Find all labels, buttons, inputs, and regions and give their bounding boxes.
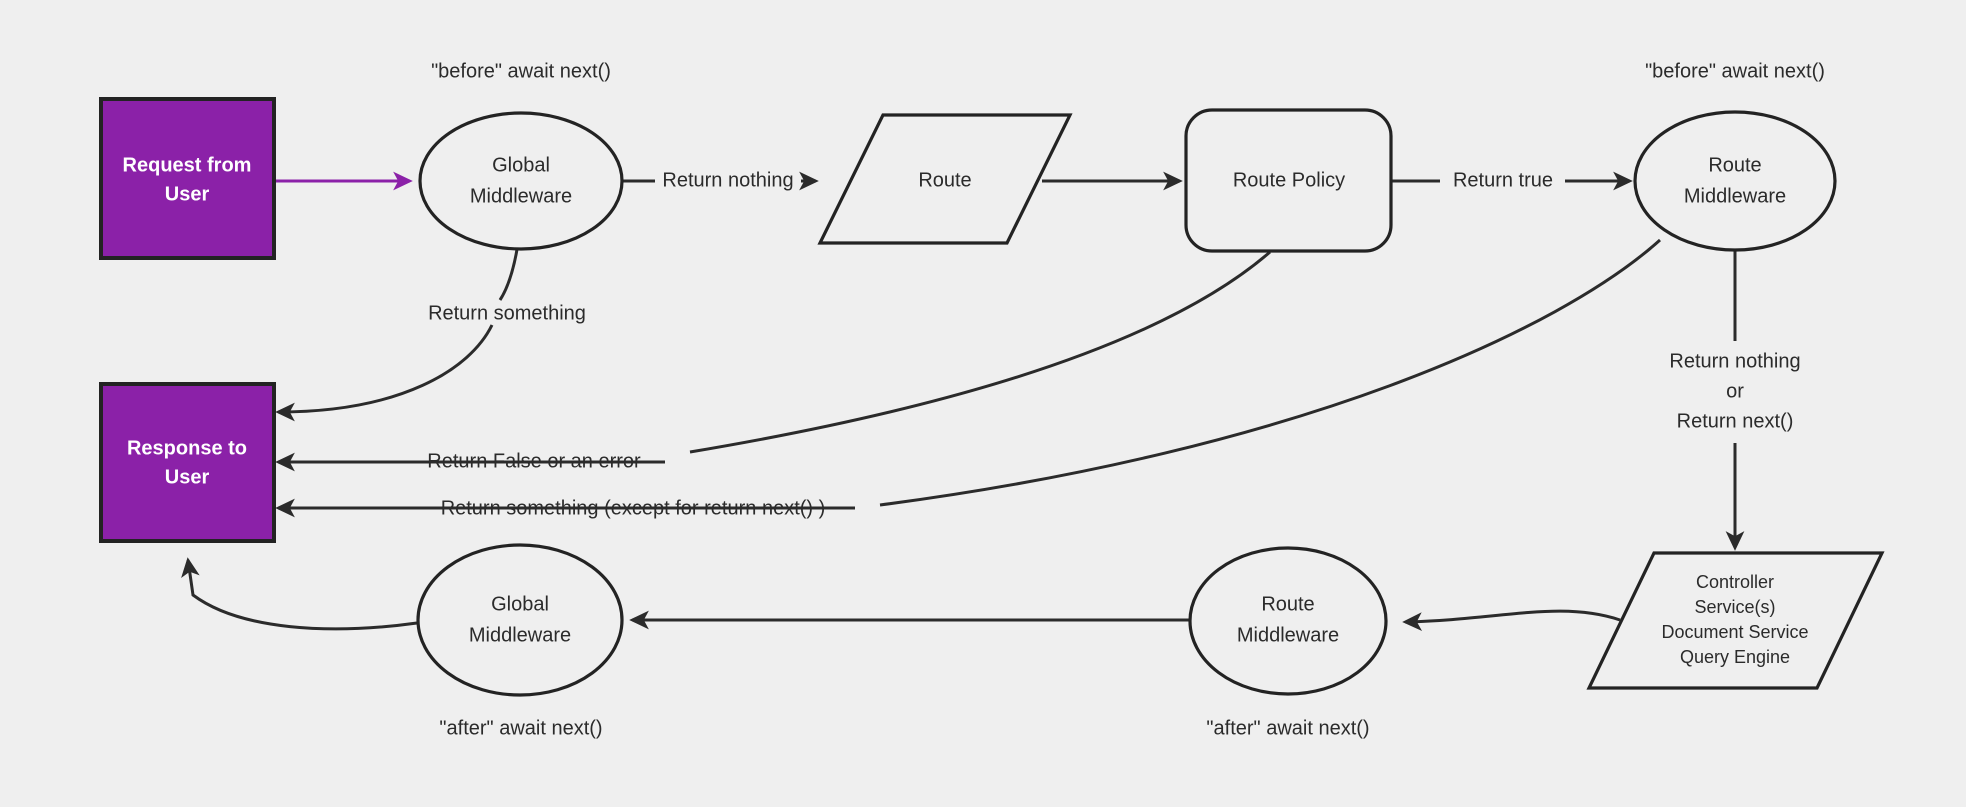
response-to-user-box[interactable]: [99, 382, 276, 543]
edge-label-return-true: Return true: [1453, 169, 1553, 191]
controller-label-line4: Query Engine: [1680, 647, 1790, 667]
route-middleware-top-label-line1: Route: [1708, 154, 1761, 176]
node-request-from-user[interactable]: Request from User: [99, 97, 276, 260]
request-from-user-label-line1: Request from: [123, 154, 252, 176]
route-middleware-bottom-ellipse[interactable]: [1188, 546, 1388, 696]
node-global-middleware-bottom[interactable]: Global Middleware: [416, 543, 624, 697]
route-middleware-top-label-line2: Middleware: [1684, 185, 1786, 207]
route-policy-label: Route Policy: [1233, 169, 1345, 191]
edge-global-middleware-to-response: [275, 324, 494, 422]
route-middleware-bottom-label-line1: Route: [1261, 593, 1314, 615]
edge-label-return-nothing: Return nothing: [662, 169, 793, 191]
edge-label-return-something: Return something: [428, 302, 586, 324]
annotation-after-await-next-global: "after" await next(): [439, 717, 602, 739]
edge-label-return-nothing-or-next-line2: or: [1726, 380, 1744, 402]
global-middleware-bottom-label-line1: Global: [491, 593, 549, 615]
request-from-user-box[interactable]: [99, 97, 276, 260]
node-controller-services[interactable]: Controller Service(s) Document Service Q…: [1586, 551, 1885, 690]
route-middleware-bottom-label-line2: Middleware: [1237, 624, 1339, 646]
node-route-middleware-bottom[interactable]: Route Middleware: [1188, 546, 1388, 696]
node-global-middleware-top[interactable]: Global Middleware: [418, 111, 624, 251]
edge-label-return-false-or-error: Return False or an error: [427, 450, 641, 472]
route-middleware-top-ellipse[interactable]: [1633, 110, 1837, 252]
annotation-before-await-next-route-middleware: "before" await next(): [1645, 60, 1825, 82]
edge-label-return-nothing-or-next-line3: Return next(): [1677, 410, 1794, 432]
node-route-middleware-top[interactable]: Route Middleware: [1633, 110, 1837, 252]
edge-controller-to-route-middleware-bottom: [1402, 609, 1621, 632]
route-policy-box[interactable]: [1184, 108, 1393, 253]
request-from-user-label-line2: User: [165, 183, 210, 205]
route-label: Route: [918, 169, 971, 191]
node-route-policy[interactable]: Route Policy: [1184, 108, 1393, 253]
global-middleware-top-label-line2: Middleware: [470, 185, 572, 207]
controller-parallelogram[interactable]: [1586, 551, 1885, 690]
annotation-before-await-next-global: "before" await next(): [431, 60, 611, 82]
controller-label-line2: Service(s): [1694, 597, 1775, 617]
edge-label-return-something-except: Return something (except for return next…: [441, 497, 826, 519]
response-to-user-label-line1: Response to: [127, 437, 247, 459]
controller-label-line1: Controller: [1696, 572, 1774, 592]
node-response-to-user[interactable]: Response to User: [99, 382, 276, 543]
annotation-after-await-next-route-middleware: "after" await next(): [1206, 717, 1369, 739]
controller-label-line3: Document Service: [1661, 622, 1808, 642]
route-parallelogram[interactable]: [817, 113, 1073, 245]
global-middleware-bottom-ellipse[interactable]: [416, 543, 624, 697]
node-route[interactable]: Route: [817, 113, 1073, 245]
response-to-user-label-line2: User: [165, 466, 210, 488]
edge-label-return-nothing-or-next-line1: Return nothing: [1669, 350, 1800, 372]
edge-route-middleware-to-response-curve: [879, 238, 1662, 507]
global-middleware-top-label-line1: Global: [492, 154, 550, 176]
edge-route-policy-to-response-curve: [689, 250, 1271, 454]
global-middleware-top-ellipse[interactable]: [418, 111, 624, 251]
edge-global-middleware-bottom-to-response: [181, 557, 418, 631]
global-middleware-bottom-label-line2: Middleware: [469, 624, 571, 646]
